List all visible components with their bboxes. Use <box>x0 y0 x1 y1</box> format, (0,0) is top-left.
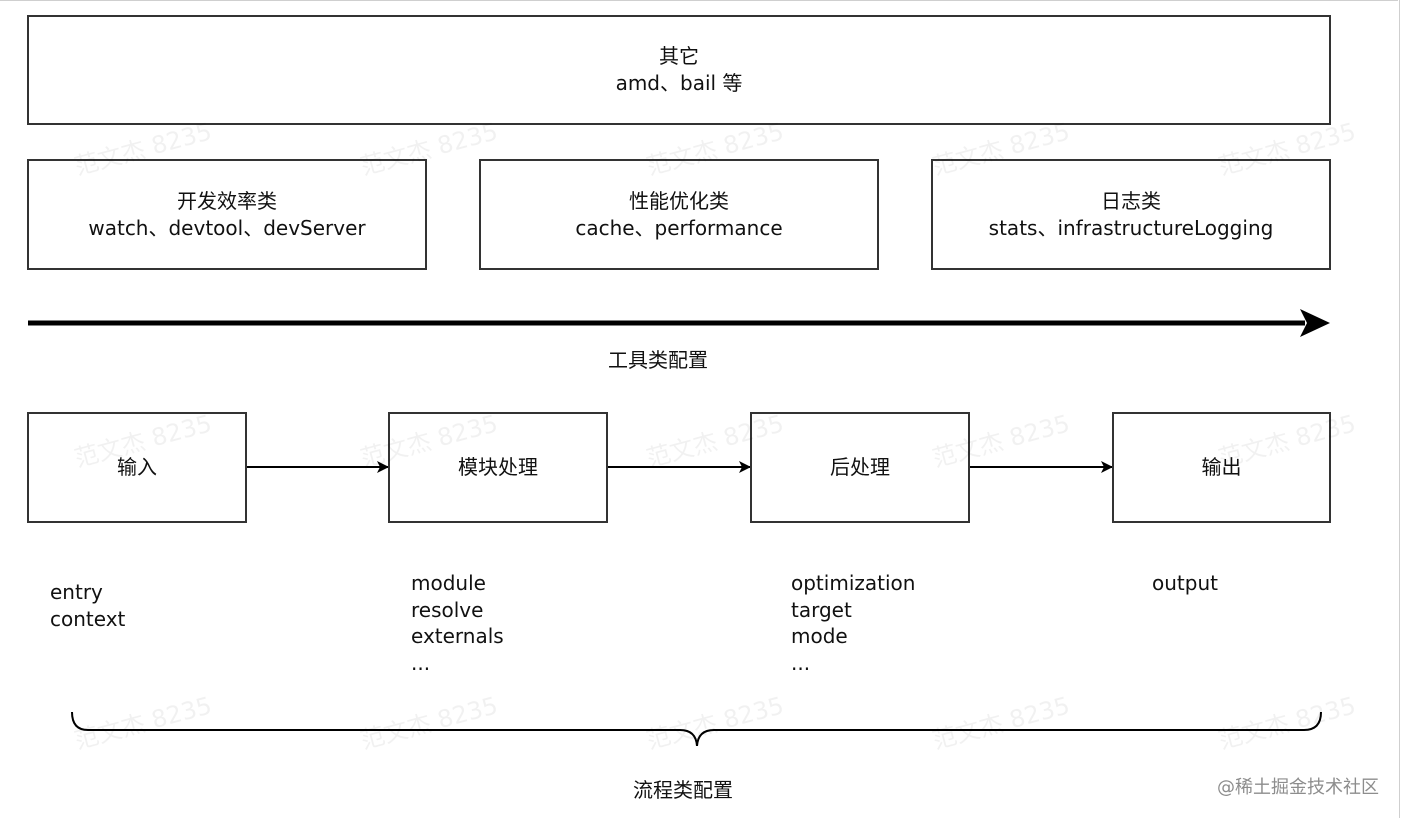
flow-step-postprocessing-title: 后处理 <box>830 455 890 479</box>
logging-title: 日志类 <box>1101 188 1161 213</box>
config-item: context <box>50 606 126 631</box>
logging-box: 日志类 stats、infrastructureLogging <box>931 159 1331 270</box>
tool-axis-arrowhead-icon <box>1300 309 1330 337</box>
flow-step-output-title: 输出 <box>1201 455 1242 479</box>
logging-items: stats、infrastructureLogging <box>988 215 1274 240</box>
input-config-list: entry context <box>50 579 125 632</box>
performance-title: 性能优化类 <box>629 188 729 213</box>
output-config-list: output <box>1152 570 1218 597</box>
other-config-items: amd、bail 等 <box>615 71 743 95</box>
dev-efficiency-box: 开发效率类 watch、devtool、devServer <box>27 159 427 270</box>
dev-efficiency-title: 开发效率类 <box>177 188 277 213</box>
flow-step-output: 输出 <box>1112 412 1331 523</box>
flow-step-input: 输入 <box>27 412 247 523</box>
performance-box: 性能优化类 cache、performance <box>479 159 879 270</box>
config-item: externals <box>411 624 504 648</box>
config-item: resolve <box>411 597 484 622</box>
config-item: ... <box>791 650 811 675</box>
flow-step-input-title: 输入 <box>117 455 157 479</box>
other-config-box: 其它 amd、bail 等 <box>27 15 1331 125</box>
postprocess-config-list: optimization target mode ... <box>791 570 915 676</box>
image-right-border <box>1399 0 1400 818</box>
config-item: target <box>791 597 852 622</box>
flow-step-postprocessing: 后处理 <box>750 412 970 523</box>
other-config-title: 其它 <box>659 44 699 68</box>
performance-items: cache、performance <box>575 215 783 240</box>
flow-step-module-processing-title: 模块处理 <box>458 455 538 479</box>
image-top-border <box>0 0 1398 1</box>
platform-credit: @稀土掘金技术社区 <box>1217 777 1379 798</box>
config-item: ... <box>411 650 431 675</box>
flow-config-brace <box>71 711 1322 747</box>
config-item: optimization <box>791 571 916 595</box>
module-config-list: module resolve externals ... <box>411 570 504 676</box>
config-item: entry <box>50 580 103 604</box>
dev-efficiency-items: watch、devtool、devServer <box>88 215 366 240</box>
config-item: module <box>411 571 486 595</box>
config-item: mode <box>791 624 848 648</box>
tool-config-label: 工具类配置 <box>608 348 708 372</box>
flow-step-module-processing: 模块处理 <box>388 412 608 523</box>
tool-config-axis <box>28 309 1330 337</box>
flow-config-label: 流程类配置 <box>633 778 733 802</box>
config-item: output <box>1152 571 1218 595</box>
